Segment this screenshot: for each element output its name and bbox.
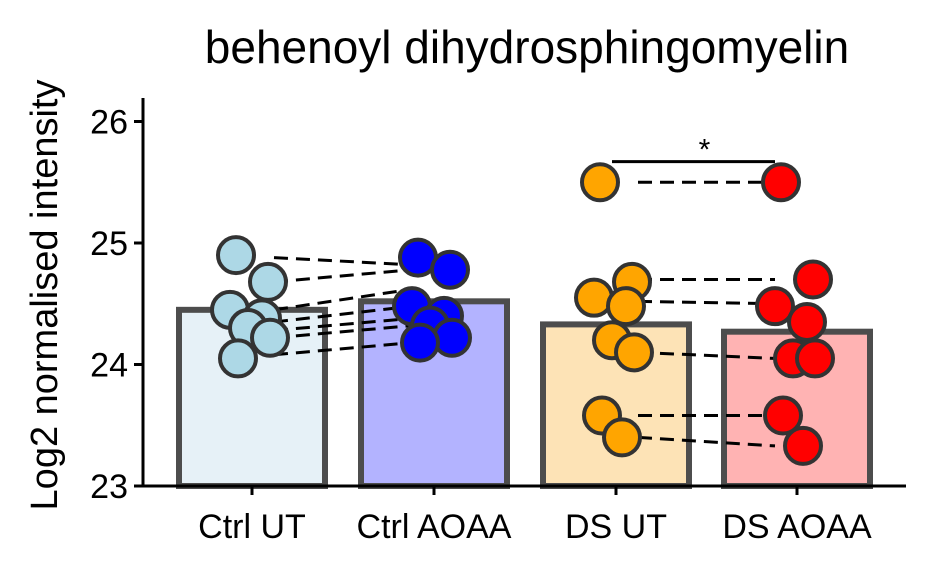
point-0-5 [250, 317, 290, 358]
point-3-7 [783, 425, 823, 466]
pair-line-1-3 [637, 350, 776, 360]
point-0-1 [248, 261, 288, 302]
point-1-1 [430, 249, 470, 290]
point-0-6 [218, 338, 258, 379]
pair-line-0-6 [273, 341, 413, 357]
point-3-1 [793, 259, 833, 300]
x-tick-label-1: Ctrl AOAA [357, 508, 512, 546]
y-tick-label-1: 24 [90, 347, 128, 385]
point-3-2 [755, 286, 795, 327]
significance-label-0: * [699, 134, 711, 167]
y-tick-label-2: 25 [90, 225, 128, 263]
x-tick-label-0: Ctrl UT [198, 508, 306, 546]
point-1-6 [400, 322, 440, 363]
point-2-5 [614, 332, 654, 373]
point-3-5 [795, 338, 835, 379]
pair-line-0-4 [273, 316, 413, 332]
point-2-7 [602, 417, 642, 458]
y-tick-label-3: 26 [90, 104, 128, 142]
x-tick-label-3: DS AOAA [722, 508, 872, 546]
x-tick-label-2: DS UT [565, 508, 667, 546]
point-2-0 [580, 162, 620, 203]
chart-title: behenoyl dihydrosphingomyelin [205, 21, 849, 73]
point-3-0 [761, 162, 801, 203]
pair-line-0-3 [273, 304, 413, 324]
point-3-6 [763, 395, 803, 436]
point-3-3 [787, 301, 827, 342]
pair-line-1-2 [637, 299, 776, 306]
pair-line-0-1 [273, 268, 413, 284]
pair-line-0-0 [273, 256, 413, 267]
y-tick-label-0: 23 [90, 468, 128, 506]
y-axis-label: Log2 normalised intensity [24, 80, 66, 511]
point-0-0 [216, 235, 256, 276]
pair-line-0-5 [273, 324, 413, 340]
point-2-3 [606, 286, 646, 327]
pair-line-1-5 [637, 435, 776, 448]
pair-line-0-2 [273, 287, 413, 312]
